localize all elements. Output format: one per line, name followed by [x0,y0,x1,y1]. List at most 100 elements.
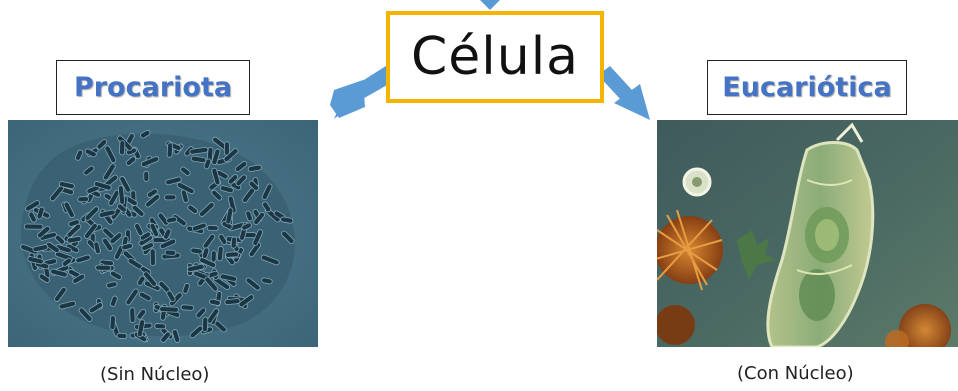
bacterium-cell [223,148,239,163]
bacterium-cell [225,207,234,225]
bacterium-cell [199,257,217,268]
bacterium-cell [61,257,72,267]
bacterium-cell [125,156,137,166]
bacterium-cell [140,156,160,168]
bacterium-cell [206,224,219,232]
bacterium-cell [176,182,195,195]
bacterium-cell [230,236,238,249]
bacterium-cell [241,222,252,231]
bacterium-cell [109,270,123,281]
bacterium-cell [27,256,44,265]
bacterium-cell [218,233,228,245]
bacterium-cell [198,202,215,217]
bacterium-cell [189,325,204,339]
bacterium-cell [248,180,260,191]
bacterium-cell [101,237,113,252]
bacterium-cell [209,298,221,306]
bacterium-cell [190,247,203,255]
bacterium-cell [180,166,191,176]
bacterium-cell [139,129,151,139]
bacterium-cell [93,181,112,191]
bacterium-cell [186,263,205,273]
bacterium-cell [93,241,101,255]
prokaryote-micrograph [8,120,318,347]
bacterium-cell [145,194,161,208]
bacterium-cell [95,264,112,271]
bacterium-cell [227,195,237,214]
bacterium-cell [72,273,86,284]
bacterium-cell [138,291,152,302]
bacterium-cell [109,232,123,245]
bacterium-cell [117,185,126,205]
eucariotica-label: Eucariótica [722,72,892,103]
bacterium-cell [84,206,100,221]
bacterium-cell [149,222,160,238]
procariota-label-box: Procariota [56,60,250,115]
diagram-title: Célula [410,27,580,87]
bacterium-cell [165,176,182,186]
bacterium-cell [216,246,224,262]
bacterium-cell [180,304,195,311]
bacterium-cell [102,163,116,181]
bacterium-cell [78,307,93,322]
eucariotica-caption: (Con Núcleo) [737,363,854,384]
bacterium-cell [261,183,273,200]
bacterium-cell [211,148,221,166]
bacterium-cell [203,158,212,170]
bacterium-cell [116,332,128,339]
bacterium-cell [50,268,68,278]
bacterium-cell [247,164,262,172]
bacterium-cell [227,174,239,185]
bacterium-cell [189,146,209,155]
bacterium-cell [157,212,169,226]
bacterium-cell [182,282,190,294]
bacterium-cell [149,248,156,267]
bacterium-cell [104,145,117,163]
bacterium-cell [75,254,91,264]
bacterium-cell [136,275,146,286]
bacterium-cell [252,229,264,246]
bacterium-cell [58,300,76,310]
bacterium-cell [261,277,273,285]
bacterium-cell [280,216,294,224]
bacterium-cell [253,211,265,225]
bacterium-cell [84,148,97,158]
bacterium-cell [143,271,158,287]
bacterium-cell [136,308,147,320]
bacterium-cell [36,225,51,239]
bacterium-cell [110,295,118,307]
bacterium-cell [281,230,295,245]
bacterium-cell [202,233,216,249]
bacterium-cell [25,200,41,212]
bacterium-cell [245,210,253,222]
bacterium-cell [211,167,221,186]
eukaryote-micrograph [657,120,958,347]
bacterium-cell [119,176,132,193]
bacterium-cell [121,242,133,251]
bacterium-cell [225,251,239,258]
bacterium-cell [20,244,39,255]
bacterium-cell [219,185,234,194]
bacterium-cell [166,216,178,224]
bacterium-cell [166,142,174,158]
bacterium-cell [159,306,179,313]
bacterium-cell [191,222,207,232]
bacterium-cell [36,206,45,220]
bacterium-cell [32,244,49,253]
bacterium-cell [201,316,209,333]
bacterium-cell [45,241,60,254]
bacterium-cell [172,329,181,343]
bacterium-cell [66,236,82,244]
bacterium-cell [210,250,217,263]
bacterium-cell [58,181,75,190]
bacterium-cell [141,242,154,252]
bacterium-cell [238,294,255,308]
bacterium-cell [139,231,152,241]
bacterium-cell [154,323,166,330]
arrow-to-eucariotica [598,66,650,120]
bacterium-cell [160,331,171,343]
bacterium-cell [219,273,238,282]
bacterium-cell [166,290,176,303]
bacterium-cell [143,170,150,182]
bacterium-cell [83,222,98,239]
